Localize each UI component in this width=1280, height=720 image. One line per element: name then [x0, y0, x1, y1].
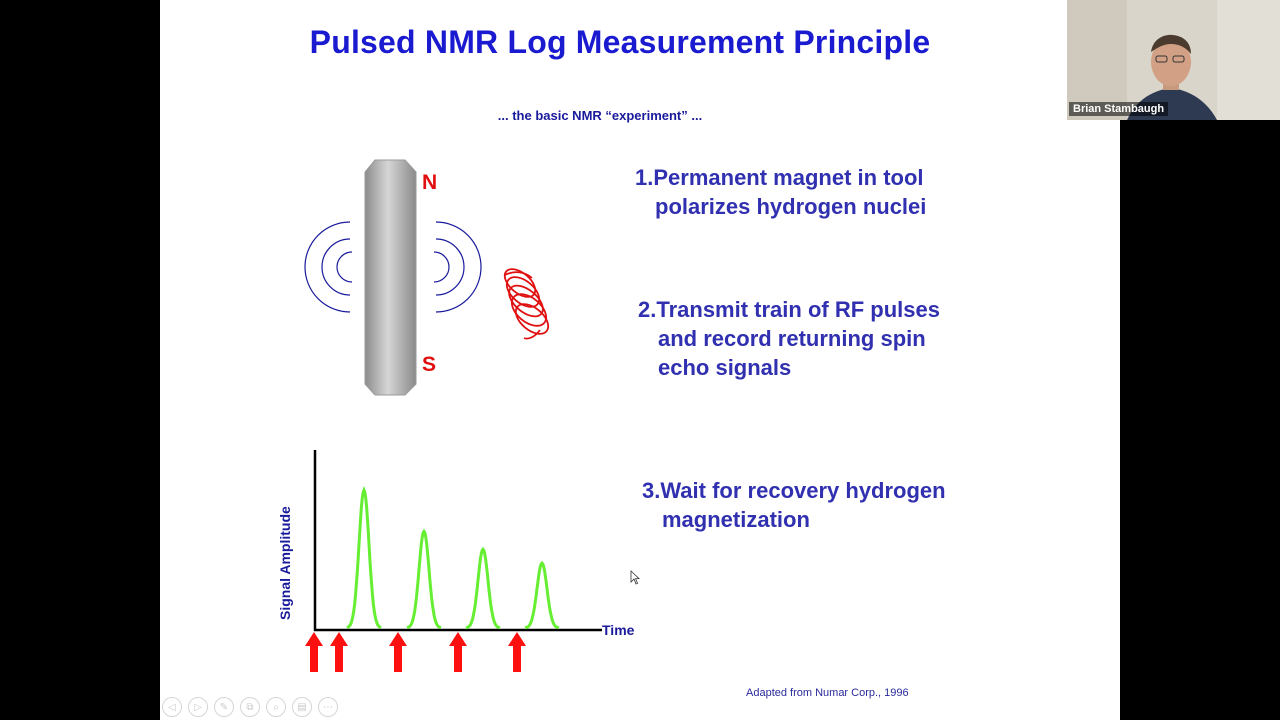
south-pole-label: S — [422, 353, 436, 376]
presenter-toolbar: ◁ ▷ ✎ ⧉ ⌕ ▤ ⋯ — [162, 697, 338, 717]
subtitles-icon: ▤ — [297, 701, 307, 713]
presentation-slide: Pulsed NMR Log Measurement Principle ...… — [160, 0, 1120, 720]
zoom-button[interactable]: ⌕ — [266, 697, 286, 717]
rf-pulse-arrow — [508, 632, 526, 672]
echo-peak — [346, 485, 382, 629]
rf-pulses — [305, 632, 526, 672]
more-icon: ⋯ — [323, 701, 333, 713]
slide-title: Pulsed NMR Log Measurement Principle — [309, 24, 931, 60]
step-3: 3.Wait for recovery hydrogen magnetizati… — [642, 476, 1002, 534]
prev-arrow-icon: ◁ — [168, 701, 176, 713]
see-all-slides-button[interactable]: ⧉ — [240, 697, 260, 717]
x-axis-label: Time — [602, 622, 635, 638]
step-2-line-1: Transmit train of RF pulses — [656, 297, 940, 322]
rf-pulse-arrow — [305, 632, 323, 672]
step-1-number: 1. — [635, 165, 654, 190]
rf-pulse-arrow — [449, 632, 467, 672]
rf-pulse-arrow — [330, 632, 348, 672]
participant-video — [1067, 0, 1280, 120]
echo-peak — [524, 560, 560, 630]
next-arrow-icon: ▷ — [194, 701, 202, 713]
rf-coil — [503, 268, 550, 340]
next-slide-button[interactable]: ▷ — [188, 697, 208, 717]
rf-pulse-arrow — [389, 632, 407, 672]
signal-plot: Signal Amplitude Time — [277, 450, 635, 672]
nmr-diagram: N S Signal Amplitude Time — [277, 159, 635, 672]
echo-peak — [406, 528, 442, 630]
zoom-icon: ⌕ — [273, 701, 279, 713]
slides-icon: ⧉ — [246, 701, 254, 713]
source-credit: Adapted from Numar Corp., 1996 — [746, 687, 909, 699]
prev-slide-button[interactable]: ◁ — [162, 697, 182, 717]
participant-video-tile[interactable]: Brian Stambaugh — [1067, 0, 1280, 120]
step-1-line-1: Permanent magnet in tool — [653, 165, 924, 190]
echo-peak — [465, 546, 501, 630]
slide-subtitle: ... the basic NMR “experiment” ... — [497, 108, 703, 123]
participant-name-label: Brian Stambaugh — [1069, 102, 1169, 116]
step-2-line-3: echo signals — [658, 355, 792, 380]
step-2-number: 2. — [638, 297, 657, 322]
field-lines-right — [433, 221, 482, 313]
magnet-bar — [364, 159, 417, 396]
echo-signals — [346, 485, 560, 630]
north-pole-label: N — [422, 171, 437, 194]
field-lines-left — [304, 221, 353, 313]
step-3-line-1: Wait for recovery hydrogen — [660, 478, 946, 503]
step-1: 1.Permanent magnet in tool polarizes hyd… — [635, 163, 975, 221]
step-3-number: 3. — [642, 478, 661, 503]
y-axis-label: Signal Amplitude — [277, 506, 293, 620]
step-3-line-2: magnetization — [662, 507, 810, 532]
step-1-line-2: polarizes hydrogen nuclei — [655, 194, 927, 219]
step-2: 2.Transmit train of RF pulses and record… — [638, 295, 978, 382]
pen-icon: ✎ — [219, 701, 229, 713]
subtitles-button[interactable]: ▤ — [292, 697, 312, 717]
pen-button[interactable]: ✎ — [214, 697, 234, 717]
more-options-button[interactable]: ⋯ — [318, 697, 338, 717]
mouse-cursor-icon — [630, 570, 640, 585]
step-2-line-2: and record returning spin — [658, 326, 926, 351]
